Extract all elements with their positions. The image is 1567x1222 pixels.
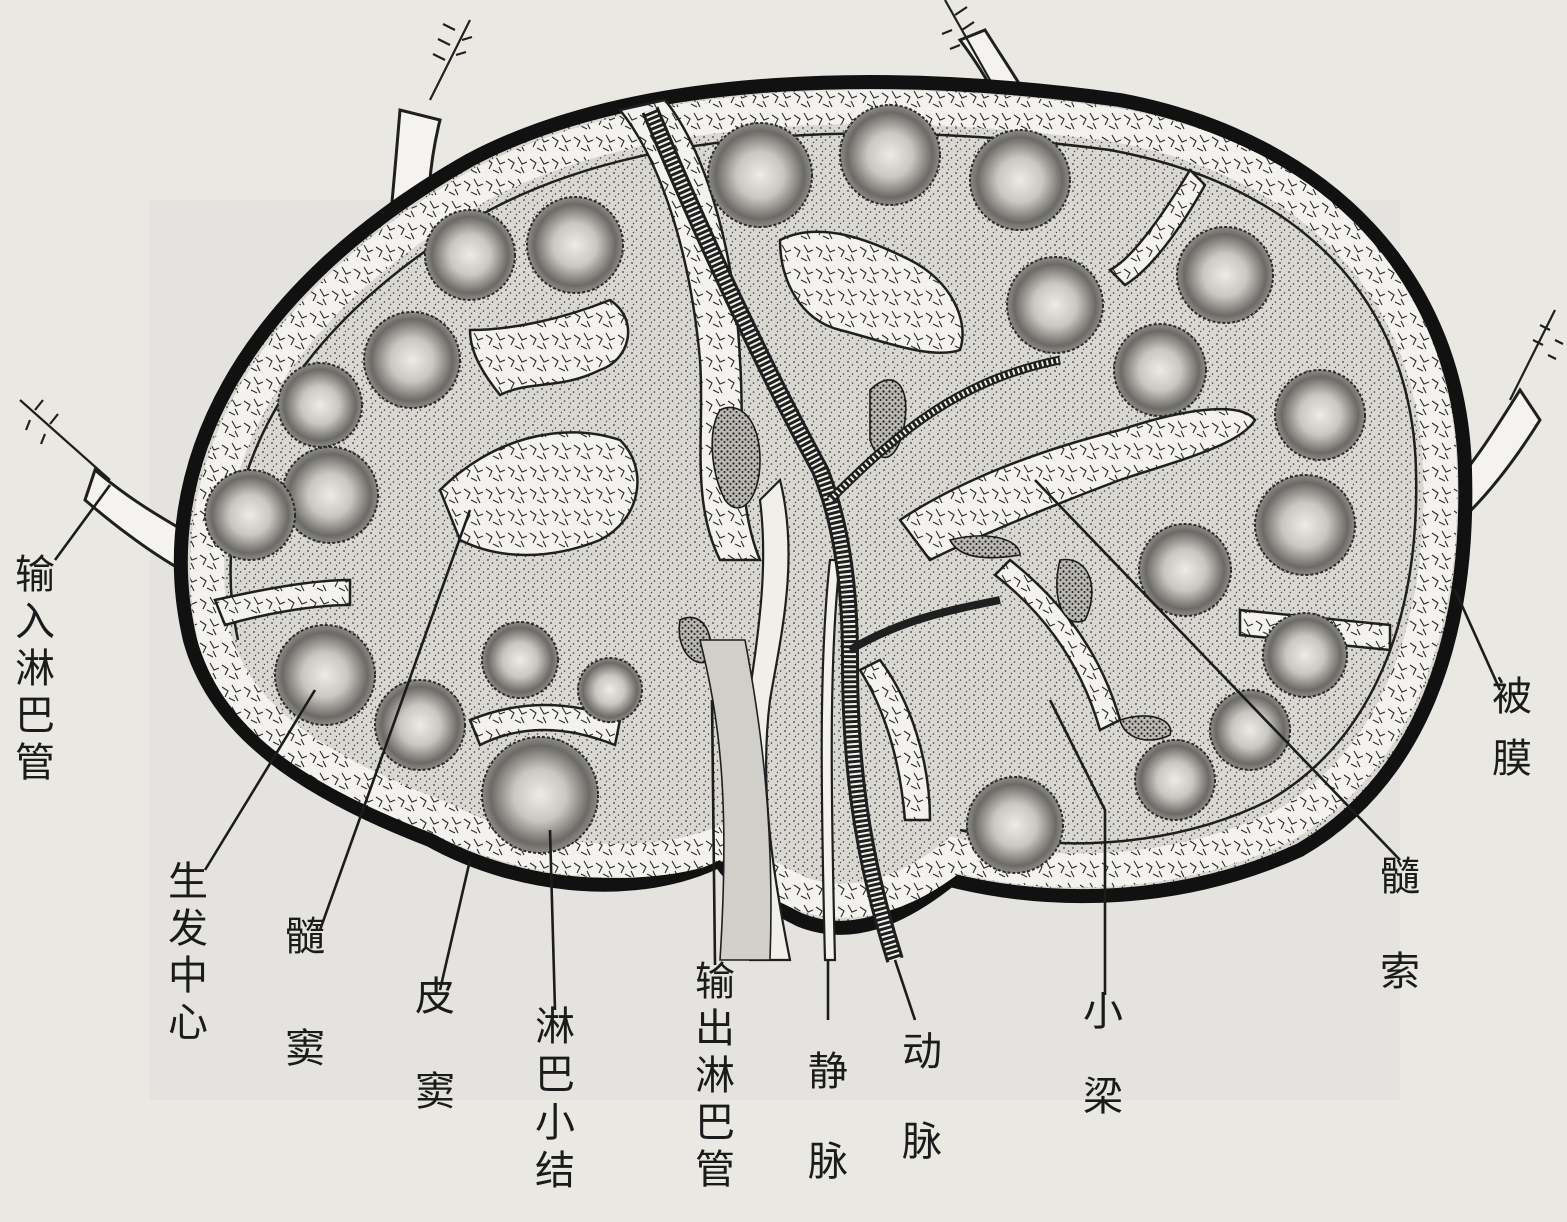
label-afferent: 输入淋巴管 [15,552,55,786]
label-germinal-center: 生发中心 [168,859,208,1046]
label-vein: 静脉 [808,1049,848,1185]
label-efferent: 输出淋巴管 [695,959,735,1193]
label-capsule: 被膜 [1492,674,1532,782]
